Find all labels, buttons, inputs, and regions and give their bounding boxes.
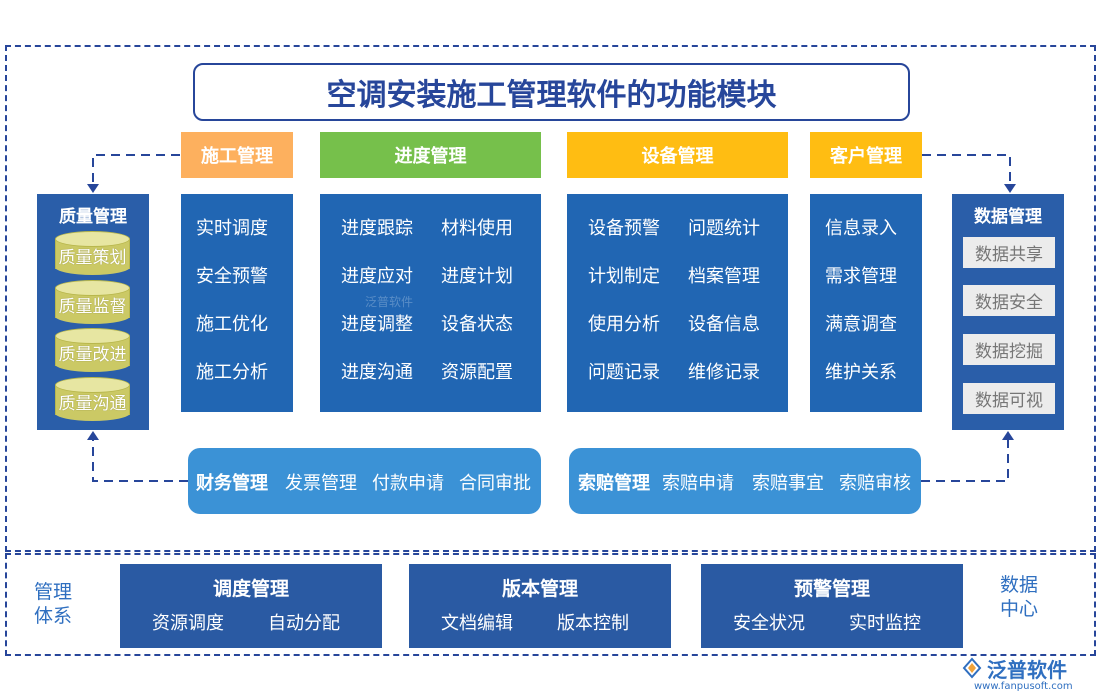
version-item: 版本控制 xyxy=(557,613,629,634)
scheduling-item: 自动分配 xyxy=(268,613,340,634)
arrow-customer-to-data xyxy=(922,154,1011,186)
logo-name: 泛普软件 xyxy=(987,658,1067,682)
panel-progress: 进度跟踪 材料使用 进度应对 进度计划 进度调整 设备状态 进度沟通 资源配置 xyxy=(320,194,541,412)
header-construction: 施工管理 xyxy=(181,132,293,178)
watermark: 泛普软件 xyxy=(365,295,414,309)
arrowhead-up-right xyxy=(1002,431,1014,440)
cylinder-top xyxy=(55,377,130,393)
arrowhead-down-right xyxy=(1004,184,1016,193)
data-title: 数据管理 xyxy=(974,207,1042,227)
progress-item: 进度沟通 xyxy=(341,362,413,383)
equipment-item: 维修记录 xyxy=(688,362,760,383)
arrowhead-down-left xyxy=(87,184,99,193)
logo-url: www.fanpusoft.com xyxy=(974,681,1073,692)
quality-cylinder: 质量沟通 xyxy=(55,377,130,421)
arrow-claims-to-data xyxy=(921,440,1009,482)
progress-item: 材料使用 xyxy=(441,218,513,239)
version-item: 文档编辑 xyxy=(441,613,513,634)
equipment-item: 使用分析 xyxy=(588,314,660,335)
data-item: 数据可视 xyxy=(963,383,1055,414)
construction-item: 实时调度 xyxy=(196,218,268,239)
quality-item: 质量监督 xyxy=(58,297,127,317)
cylinder-top xyxy=(55,328,130,344)
customer-item: 满意调查 xyxy=(825,314,897,335)
diagram-title: 空调安装施工管理软件的功能模块 xyxy=(193,63,910,121)
progress-item: 进度跟踪 xyxy=(341,218,413,239)
quality-title: 质量管理 xyxy=(59,207,127,227)
construction-item: 安全预警 xyxy=(196,266,268,287)
progress-item: 设备状态 xyxy=(441,314,513,335)
panel-quality: 质量管理 质量策划 质量监督 质量改进 质量沟通 xyxy=(37,194,149,430)
arrowhead-up-left xyxy=(87,431,99,440)
equipment-item: 设备信息 xyxy=(688,314,760,335)
data-item: 数据安全 xyxy=(963,285,1055,316)
warning-item: 实时监控 xyxy=(849,613,921,634)
data-item: 数据共享 xyxy=(963,237,1055,268)
arrow-construction-to-quality xyxy=(92,154,180,186)
top-frame xyxy=(5,45,1096,552)
construction-item: 施工分析 xyxy=(196,362,268,383)
equipment-item: 计划制定 xyxy=(588,266,660,287)
equipment-item: 问题统计 xyxy=(688,218,760,239)
customer-item: 需求管理 xyxy=(825,266,897,287)
cylinder-top xyxy=(55,280,130,296)
quality-cylinder: 质量策划 xyxy=(55,231,130,275)
progress-item: 进度应对 xyxy=(341,266,413,287)
data-item: 数据挖掘 xyxy=(963,334,1055,365)
cylinder-top xyxy=(55,231,130,247)
finance-item: 付款申请 xyxy=(372,473,444,494)
claims-item: 索赔审核 xyxy=(839,473,911,494)
claims-item: 索赔事宜 xyxy=(752,473,824,494)
equipment-item: 档案管理 xyxy=(688,266,760,287)
progress-item: 进度调整 xyxy=(341,314,413,335)
scheduling-item: 资源调度 xyxy=(152,613,224,634)
header-equipment: 设备管理 xyxy=(567,132,788,178)
customer-item: 信息录入 xyxy=(825,218,897,239)
version-box: 版本管理 文档编辑 版本控制 xyxy=(409,564,671,648)
brand-logo: 泛普软件 www.fanpusoft.com xyxy=(960,654,1088,696)
equipment-item: 问题记录 xyxy=(588,362,660,383)
claims-title: 索赔管理 xyxy=(578,473,650,494)
header-customer: 客户管理 xyxy=(810,132,922,178)
progress-item: 进度计划 xyxy=(441,266,513,287)
customer-item: 维护关系 xyxy=(825,362,897,383)
panel-construction: 实时调度 安全预警 施工优化 施工分析 xyxy=(181,194,293,412)
warning-title: 预警管理 xyxy=(793,578,870,600)
quality-item: 质量改进 xyxy=(58,345,127,365)
panel-customer: 信息录入 需求管理 满意调查 维护关系 xyxy=(810,194,922,412)
warning-box: 预警管理 安全状况 实时监控 xyxy=(701,564,963,648)
finance-item: 合同审批 xyxy=(459,473,531,494)
arrow-finance-to-quality xyxy=(92,440,188,482)
scheduling-title: 调度管理 xyxy=(212,578,289,600)
panel-equipment: 设备预警 问题统计 计划制定 档案管理 使用分析 设备信息 问题记录 维修记录 xyxy=(567,194,788,412)
finance-bar: 财务管理 发票管理 付款申请 合同审批 xyxy=(188,448,541,514)
claims-bar: 索赔管理 索赔申请 索赔事宜 索赔审核 xyxy=(569,448,921,514)
finance-item: 发票管理 xyxy=(285,473,357,494)
bottom-frame xyxy=(5,553,1096,656)
quality-item: 质量策划 xyxy=(58,248,127,268)
claims-item: 索赔申请 xyxy=(662,473,734,494)
panel-data: 数据管理 数据共享 数据安全 数据挖掘 数据可视 xyxy=(952,194,1064,430)
logo-icon xyxy=(962,657,982,679)
header-progress: 进度管理 xyxy=(320,132,541,178)
finance-title: 财务管理 xyxy=(196,473,268,494)
management-system-label: 管理体系 xyxy=(33,581,72,627)
data-center-label: 数据中心 xyxy=(999,574,1038,620)
warning-item: 安全状况 xyxy=(733,613,805,634)
quality-cylinder: 质量监督 xyxy=(55,280,130,324)
version-title: 版本管理 xyxy=(501,578,578,600)
equipment-item: 设备预警 xyxy=(588,218,660,239)
quality-cylinder: 质量改进 xyxy=(55,328,130,372)
scheduling-box: 调度管理 资源调度 自动分配 xyxy=(120,564,382,648)
quality-item: 质量沟通 xyxy=(58,394,127,414)
construction-item: 施工优化 xyxy=(196,314,268,335)
progress-item: 资源配置 xyxy=(441,362,513,383)
